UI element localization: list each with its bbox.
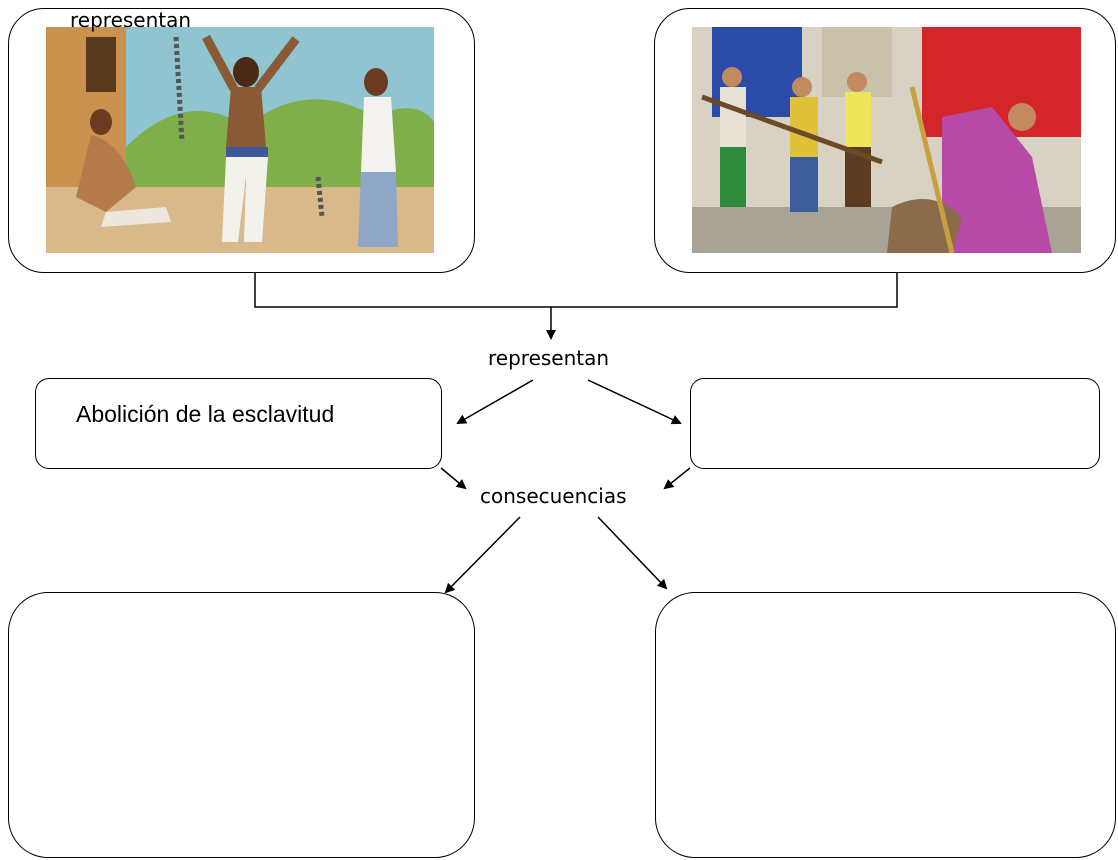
concept-box-left: Abolición de la esclavitud (35, 378, 442, 469)
arrow-right-to-consequences (663, 467, 691, 490)
arrow-left-to-consequences (440, 467, 467, 490)
top-label: representan (70, 8, 192, 32)
arrow-to-left-concept (456, 379, 534, 424)
representan-label: representan (488, 346, 610, 370)
arrow-to-bottom-left (444, 516, 521, 594)
consequence-box-right[interactable] (655, 592, 1116, 858)
uprising-illustration (692, 27, 1081, 253)
concept-box-left-text: Abolición de la esclavitud (76, 401, 335, 427)
consecuencias-label: consecuencias (480, 484, 627, 508)
consequence-box-left[interactable] (8, 592, 475, 858)
slavery-illustration (46, 27, 434, 253)
arrow-to-bottom-right (597, 516, 668, 590)
concept-box-right[interactable] (690, 378, 1100, 469)
bracket-line (254, 272, 898, 308)
arrow-to-right-concept (587, 379, 682, 425)
